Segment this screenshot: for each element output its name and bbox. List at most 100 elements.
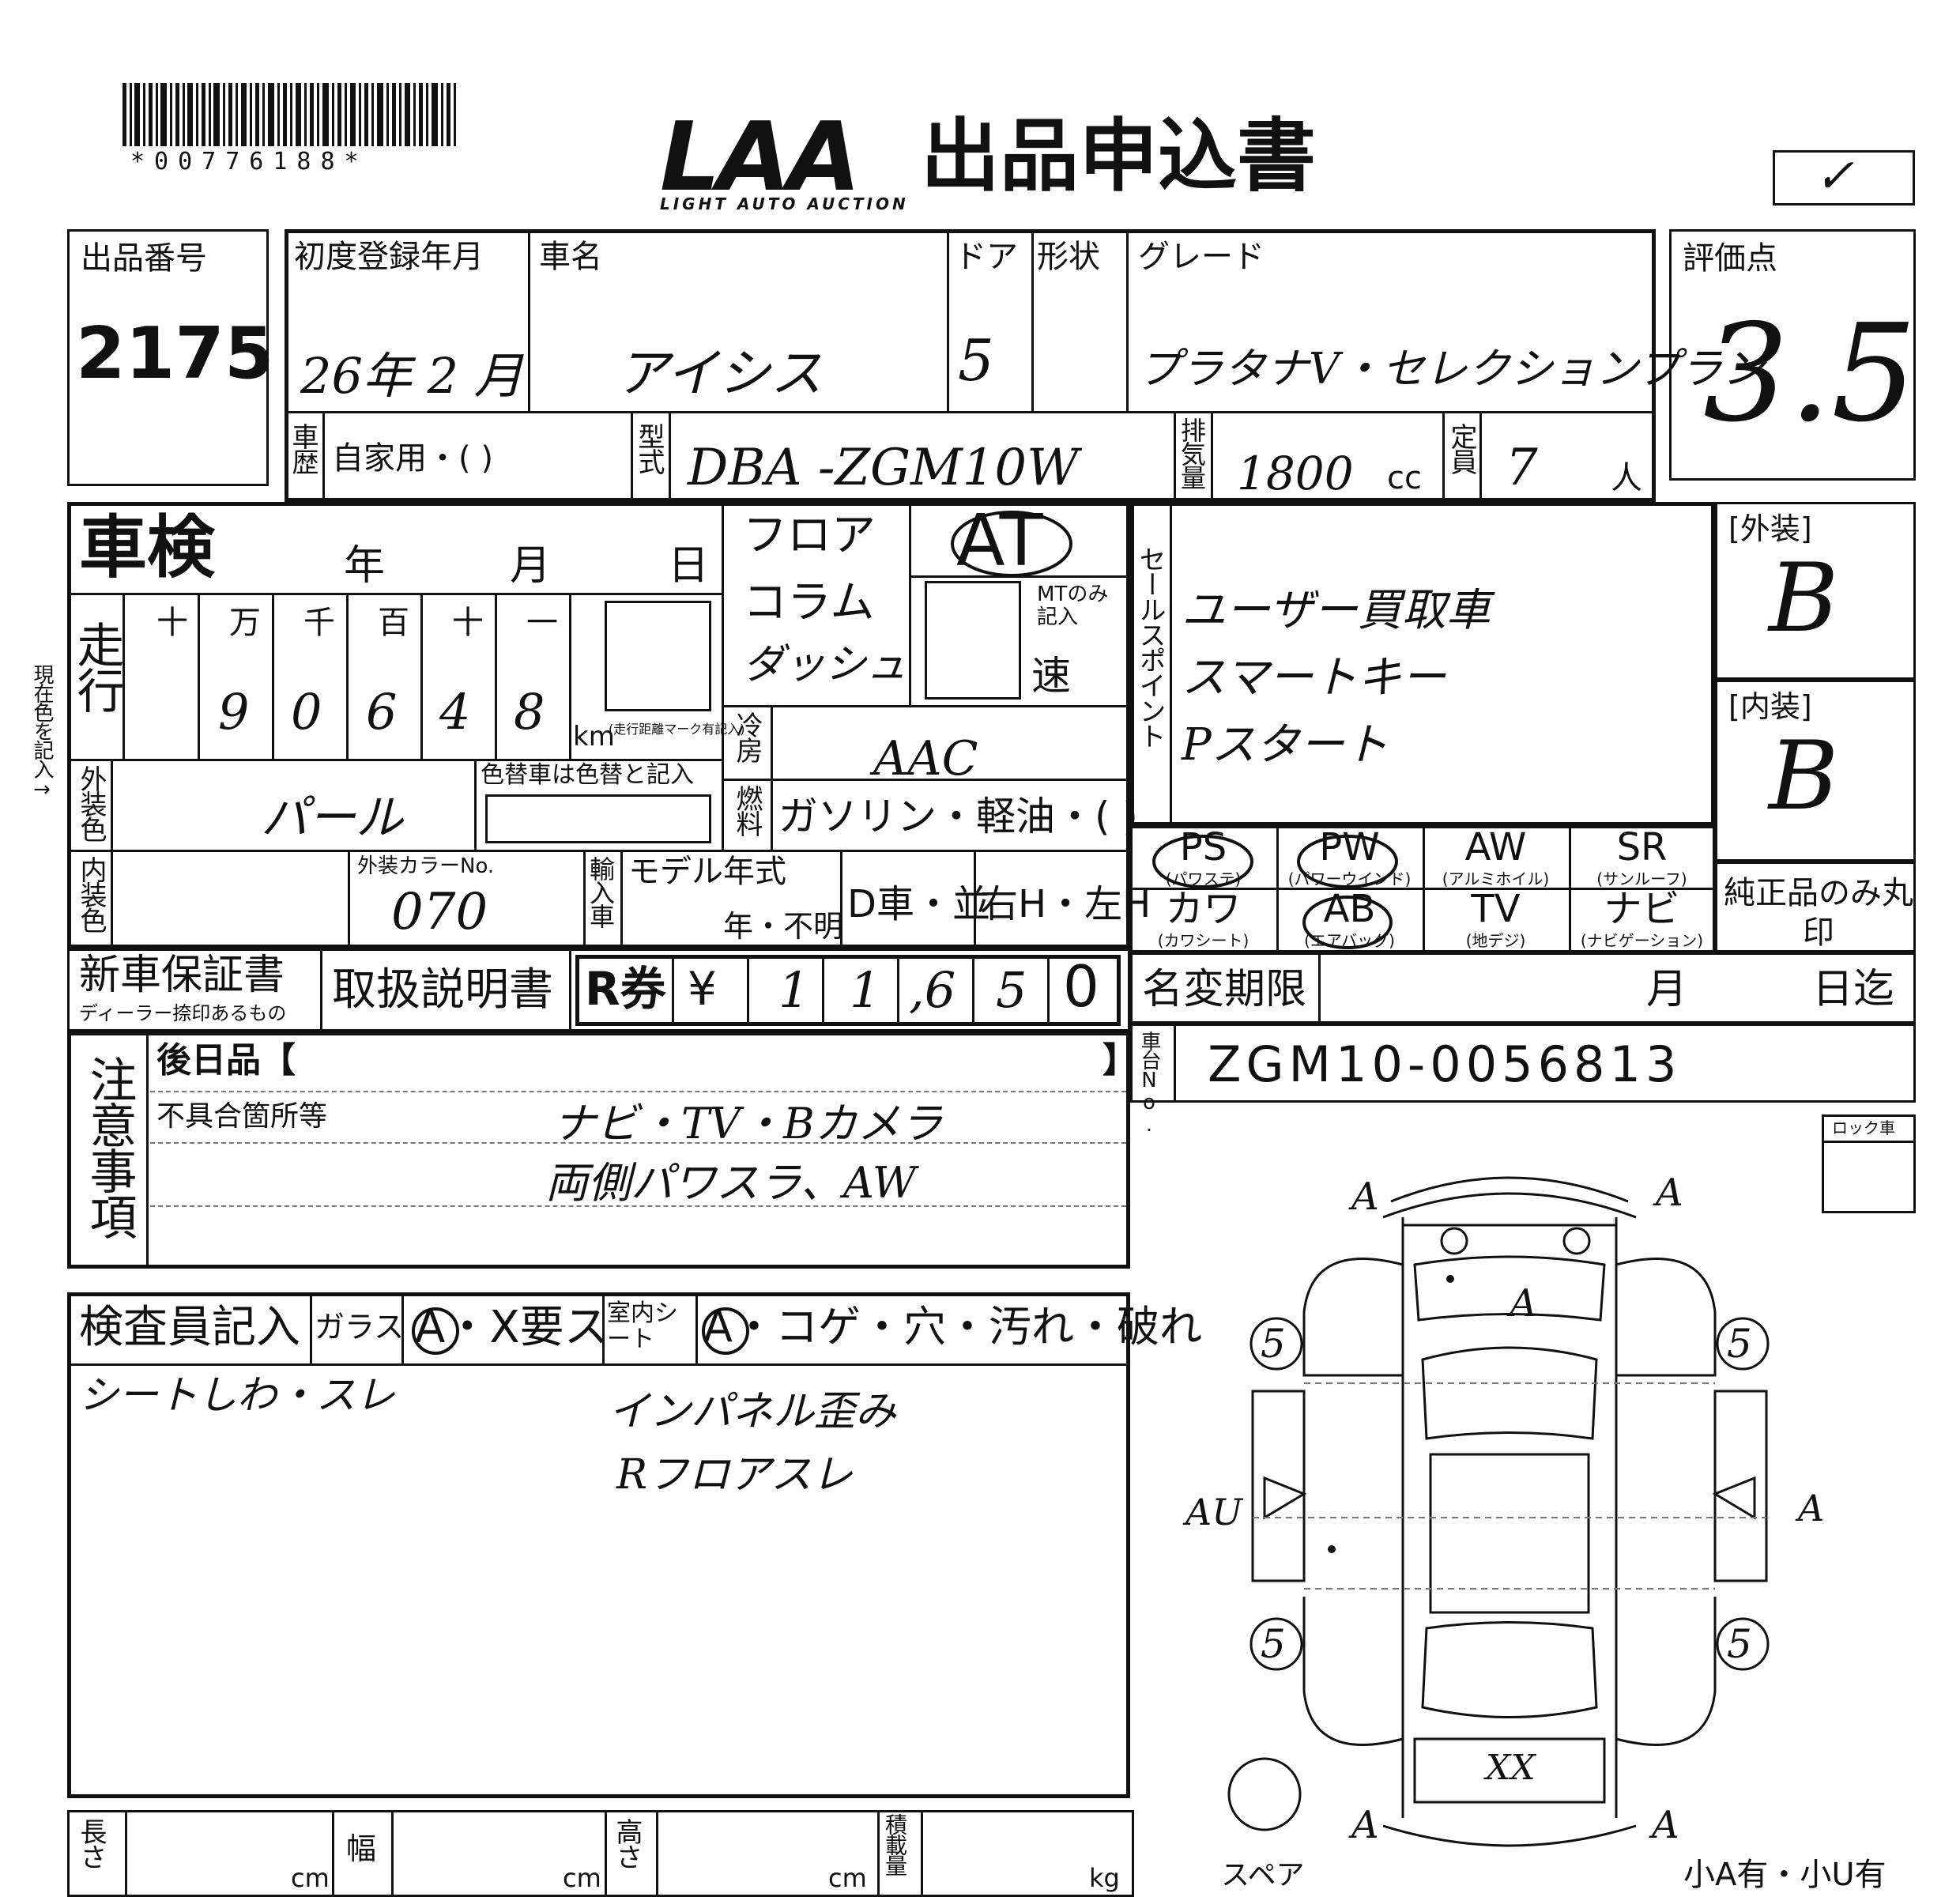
mileage-mark-box[interactable]: [605, 601, 711, 711]
mark-wheel-fl[interactable]: 5: [1261, 1321, 1286, 1367]
recycle-box: [575, 955, 1121, 1026]
mileage-label: 走行: [69, 620, 124, 712]
mark-rear[interactable]: XX: [1486, 1748, 1536, 1788]
mileage-digit-2[interactable]: 0: [291, 683, 322, 741]
exterior-grade-label: [外装]: [1728, 511, 1812, 546]
width-label: 幅: [346, 1831, 377, 1866]
dealer-option[interactable]: D車・並: [847, 882, 990, 926]
lock-label: ロック車: [1832, 1118, 1895, 1137]
recycle-digit-4[interactable]: 5: [996, 961, 1027, 1019]
listing-number-label: 出品番号: [81, 240, 207, 277]
sales-point-line-2[interactable]: スマートキー: [1182, 652, 1446, 703]
load-unit: kg: [1089, 1863, 1120, 1893]
manual-label: 取扱説明書: [332, 964, 553, 1016]
recycle-digit-5[interactable]: 0: [1063, 953, 1099, 1020]
length-unit: cm: [291, 1863, 330, 1893]
model-type-value[interactable]: DBA -ZGM10W: [688, 439, 1079, 497]
shift-column[interactable]: コラム: [743, 577, 875, 628]
inspector-comment-2[interactable]: インパネル歪み: [609, 1388, 897, 1435]
sales-point-line-1[interactable]: ユーザー買取車: [1182, 585, 1491, 636]
recycle-digit-2[interactable]: 1: [850, 961, 881, 1019]
inspector-comment-3[interactable]: Rフロアスレ: [616, 1451, 854, 1499]
mt-gear-box[interactable]: [925, 581, 1021, 700]
interior-color-label: 内装色: [75, 856, 107, 932]
mark-front-left[interactable]: A: [1351, 1175, 1379, 1219]
displacement-value[interactable]: 1800: [1237, 447, 1354, 500]
mileage-digit-5[interactable]: 8: [514, 683, 545, 741]
mark-wheel-rl[interactable]: 5: [1261, 1621, 1286, 1667]
barcode-number: *00776188*: [130, 148, 368, 175]
lock-box[interactable]: ロック車: [1822, 1114, 1916, 1213]
capacity-value[interactable]: 7: [1506, 439, 1538, 497]
sales-point-label: セールスポイント: [1134, 545, 1166, 748]
sales-point-line-3[interactable]: Pスタート: [1182, 719, 1389, 771]
score-value[interactable]: 3.5: [1703, 296, 1917, 452]
equipment-tv[interactable]: TV (地デジ): [1465, 887, 1526, 950]
model-type-label: 型式: [633, 423, 665, 473]
mark-wheel-fr[interactable]: 5: [1727, 1321, 1752, 1367]
mark-left-side[interactable]: AU: [1185, 1491, 1242, 1533]
digit-label-1: 万: [229, 605, 261, 641]
sales-point-box: [1130, 502, 1715, 826]
exterior-grade-box: [外装] B: [1715, 502, 1916, 680]
speed-label: 速: [1031, 653, 1071, 699]
mileage-unit-note: (走行距離マーク有記入): [609, 722, 745, 737]
exterior-grade-value[interactable]: B: [1769, 544, 1839, 654]
mark-right-side[interactable]: A: [1798, 1487, 1825, 1529]
aircon-value[interactable]: AAC: [873, 731, 978, 786]
mark-hood[interactable]: A: [1510, 1281, 1537, 1326]
shift-circle: [951, 511, 1072, 577]
vehicle-info-box: [285, 229, 1656, 502]
mark-rear-right[interactable]: A: [1652, 1803, 1679, 1847]
check-box[interactable]: ✓: [1773, 150, 1915, 206]
mark-front-right[interactable]: A: [1656, 1171, 1683, 1215]
spare-label: スペア: [1221, 1859, 1305, 1891]
color-no-label: 外装カラーNo.: [357, 854, 495, 878]
seat-label: 室内シート: [607, 1299, 678, 1353]
genuine-note-box: 純正品のみ丸印: [1715, 862, 1916, 952]
notes-line-2[interactable]: 両側パワスラ、AW: [545, 1158, 917, 1208]
door-value[interactable]: 5: [958, 327, 994, 394]
capacity-label: 定員: [1446, 423, 1477, 473]
grade-value[interactable]: プラタナV・セレクションプラン: [1138, 344, 1766, 394]
mileage-unit: km: [573, 721, 615, 752]
repaint-box[interactable]: [485, 794, 711, 843]
equipment-sr[interactable]: SR (サンルーフ): [1596, 825, 1687, 888]
listing-number-box: 出品番号 2175: [67, 229, 274, 486]
notes-box: [67, 1031, 1130, 1269]
interior-grade-value[interactable]: B: [1769, 722, 1839, 832]
handle-option[interactable]: 右H・左H: [980, 882, 1152, 926]
equipment-leather[interactable]: カワ (カワシート): [1157, 887, 1250, 950]
score-box: 評価点 3.5: [1669, 229, 1917, 481]
mileage-digit-4[interactable]: 4: [439, 683, 471, 741]
inspector-comment-1[interactable]: シートしわ・スレ: [79, 1372, 395, 1418]
equipment-navi[interactable]: ナビ (ナビゲーション): [1580, 887, 1704, 950]
shift-floor[interactable]: フロア: [743, 510, 876, 561]
mt-note: MTのみ記入: [1037, 583, 1109, 629]
seat-value[interactable]: A・コゲ・穴・汚れ・破れ: [703, 1302, 1202, 1352]
shift-dash[interactable]: ダッシュ: [743, 641, 908, 688]
equipment-aw[interactable]: AW (アルミホイル): [1442, 825, 1550, 888]
mark-rear-left[interactable]: A: [1351, 1803, 1379, 1847]
color-no-value[interactable]: 070: [391, 883, 488, 941]
barcode: [122, 83, 456, 146]
shift-value[interactable]: AT: [956, 500, 1043, 583]
car-diagram: [1227, 1176, 1770, 1847]
chassis-value[interactable]: ZGM10-0056813: [1208, 1035, 1682, 1093]
mileage-digit-3[interactable]: 6: [366, 683, 398, 741]
car-name-value[interactable]: アイシス: [616, 343, 823, 404]
mark-wheel-rr[interactable]: 5: [1727, 1621, 1752, 1667]
fuel-value[interactable]: ガソリン・軽油・( ): [778, 794, 1138, 839]
grade-label: グレード: [1138, 239, 1265, 275]
history-value[interactable]: 自家用・( ): [332, 440, 493, 477]
recycle-digit-3[interactable]: ,6: [909, 961, 956, 1019]
door-label: ドア: [955, 239, 1018, 275]
registration-value[interactable]: 26年 2 月: [300, 347, 523, 405]
recycle-digit-1[interactable]: 1: [778, 961, 810, 1019]
mileage-digit-1[interactable]: 9: [218, 683, 250, 741]
car-name-label: 車名: [539, 239, 602, 275]
exterior-color-value[interactable]: パール: [261, 790, 403, 846]
width-unit: cm: [563, 1863, 601, 1893]
notes-line-1[interactable]: ナビ・TV・Bカメラ: [553, 1099, 943, 1148]
inspection-month: 月: [510, 542, 552, 590]
